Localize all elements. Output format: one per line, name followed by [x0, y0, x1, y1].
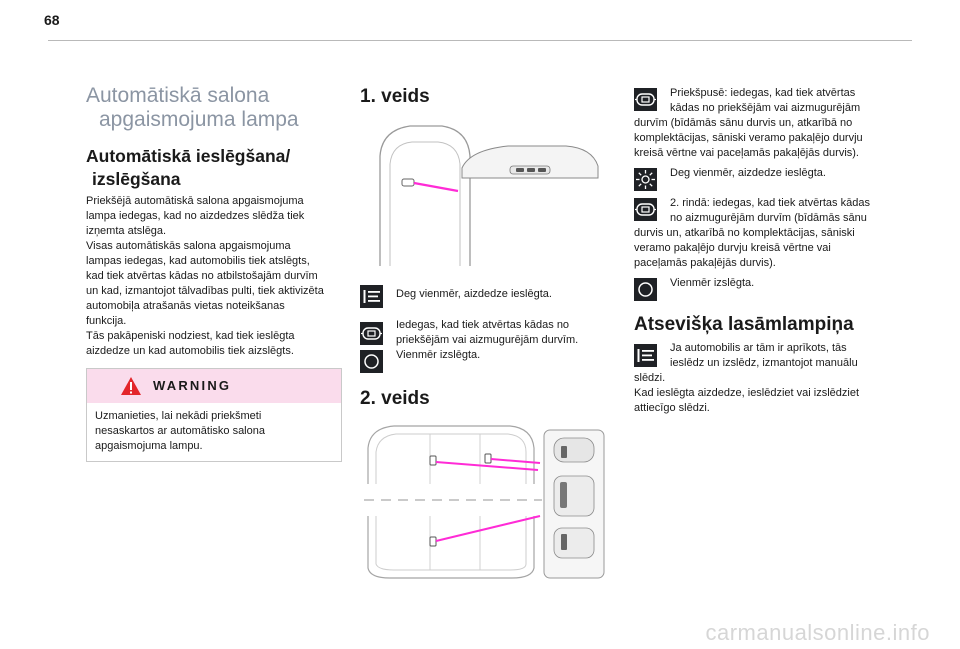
item-text-line: durvis un, atkarībā no komplektācijas, s…: [634, 227, 855, 239]
paragraph-line: lampa iedegas, kad no aizdedzes slēdža t…: [86, 210, 305, 222]
warning-title: WARNING: [153, 378, 232, 393]
paragraph-line: kad tiek atvērtas kādas no atbilstošajām…: [86, 270, 318, 282]
item-text-line: Deg vienmēr, aizdedze ieslēgta.: [670, 167, 826, 179]
type1-roof-lamp-illustration: [370, 116, 602, 271]
warning-triangle-icon: [121, 377, 141, 395]
item-text-line: 2. rindā: iedegas, kad tiek atvērtas kād…: [670, 197, 870, 209]
item-text-line: Priekšpusē: iedegas, kad tiek atvērtas: [670, 87, 856, 99]
item-text-line: durvīm (bīdāmās sānu durvis un, atkarībā…: [634, 117, 853, 129]
subheading-line-2: izslēgšana: [92, 169, 181, 189]
item-sun-always-on: Deg vienmēr, aizdedze ieslēgta.: [670, 166, 826, 181]
paragraph-line: Tās pakāpeniski nodziest, kad tiek ieslē…: [86, 330, 295, 342]
intro-paragraph: Priekšējā automātiskā salona apgaismojum…: [86, 194, 342, 359]
door-lamp-icon: [634, 198, 657, 221]
reading-lamp-text: Ja automobilis ar tām ir aprīkots, tās i…: [634, 341, 859, 416]
item-text-line: no aizmugurējām durvīm (bīdāmās sānu: [670, 212, 867, 224]
item-doors-open: Iedegas, kad tiek atvērtas kādas no prie…: [396, 318, 578, 348]
type1-heading: 1. veids: [360, 86, 430, 107]
item-text-line: paceļamās pakaļējās durvis).: [634, 257, 776, 269]
circle-off-icon: [634, 278, 657, 301]
paragraph-line: un kad, izmantojot tālvadības pulti, tie…: [86, 285, 324, 297]
warning-text-line: apgaismojuma lampu.: [95, 440, 203, 452]
paragraph-line: funkcija.: [86, 315, 127, 327]
item-text-line: Vienmēr izslēgta.: [670, 277, 755, 289]
reading-text-line: slēdzi.: [634, 372, 666, 384]
paragraph-line: aizdedze un kad automobilis tiek aizslēg…: [86, 345, 294, 357]
door-lamp-icon: [634, 88, 657, 111]
reading-text-line: ieslēdz un izslēdz, izmantojot manuālu: [670, 357, 858, 369]
subheading-line-1: Automātiskā ieslēgšana/: [86, 146, 291, 166]
item-front-doors: Priekšpusē: iedegas, kad tiek atvērtas k…: [634, 86, 863, 161]
section-title-line-2: apgaismojuma lampa: [99, 108, 299, 131]
paragraph-line: Priekšējā automātiskā salona apgaismojum…: [86, 195, 304, 207]
item-text-line: kādas no priekšējām vai aizmugurējām: [670, 102, 861, 114]
paragraph-line: Visas automātiskās salona apgaismojuma: [86, 240, 291, 252]
reading-text-line: Ja automobilis ar tām ir aprīkots, tās: [670, 342, 847, 354]
item-text-line: komplektācijas, sāniski veramo pakaļējo …: [634, 132, 863, 144]
item-always-off-col3: Vienmēr izslēgta.: [670, 276, 754, 291]
lamp-off-icon: [634, 344, 657, 367]
type2-heading: 2. veids: [360, 388, 430, 409]
paragraph-line: lampas iedegas, kad automobilis tiek ats…: [86, 255, 310, 267]
subheading: Automātiskā ieslēgšana/ izslēgšana: [86, 145, 290, 191]
sun-icon: [634, 168, 657, 191]
item-text-line: Vienmēr izslēgta.: [396, 349, 481, 361]
circle-off-icon: [360, 350, 383, 373]
reading-text-line: attiecīgo slēdzi.: [634, 402, 710, 414]
page-number: 68: [44, 12, 60, 28]
item-second-row: 2. rindā: iedegas, kad tiek atvērtas kād…: [634, 196, 870, 271]
reading-lamp-heading: Atsevišķa lasāmlampiņa: [634, 314, 854, 335]
type2-roof-lamp-illustration: [360, 418, 608, 582]
section-title-line-1: Automātiskā salona: [86, 84, 270, 107]
header-rule: [48, 40, 912, 41]
item-always-on: Deg vienmēr, aizdedze ieslēgta.: [396, 287, 552, 302]
door-lamp-icon: [360, 322, 383, 345]
watermark: carmanualsonline.info: [705, 620, 930, 645]
item-text-line: Iedegas, kad tiek atvērtas kādas no: [396, 319, 570, 331]
item-text-line: veramo pakaļējo durvju kreisā vērtne vai: [634, 242, 831, 254]
warning-text: Uzmanieties, lai nekādi priekšmeti nesas…: [95, 409, 335, 454]
section-title: Automātiskā salona apgaismojuma lampa: [86, 84, 299, 132]
item-always-off: Vienmēr izslēgta.: [396, 348, 480, 363]
warning-text-line: Uzmanieties, lai nekādi priekšmeti: [95, 410, 262, 422]
reading-text-line: Kad ieslēgta aizdedze, ieslēdziet vai iz…: [634, 387, 860, 399]
lamp-off-icon: [360, 285, 383, 308]
item-text-line: Deg vienmēr, aizdedze ieslēgta.: [396, 288, 552, 300]
item-text-line: kreisā vērtne vai paceļamās pakaļējās du…: [634, 147, 859, 159]
paragraph-line: izņemta atslēga.: [86, 225, 167, 237]
item-text-line: priekšējām vai aizmugurējām durvīm.: [396, 334, 579, 346]
warning-text-line: nesaskartos ar automātisko salona: [95, 425, 265, 437]
paragraph-line: automobiļa atrašanās vietas noteikšanas: [86, 300, 285, 312]
warning-box: WARNING Uzmanieties, lai nekādi priekšme…: [86, 368, 342, 462]
